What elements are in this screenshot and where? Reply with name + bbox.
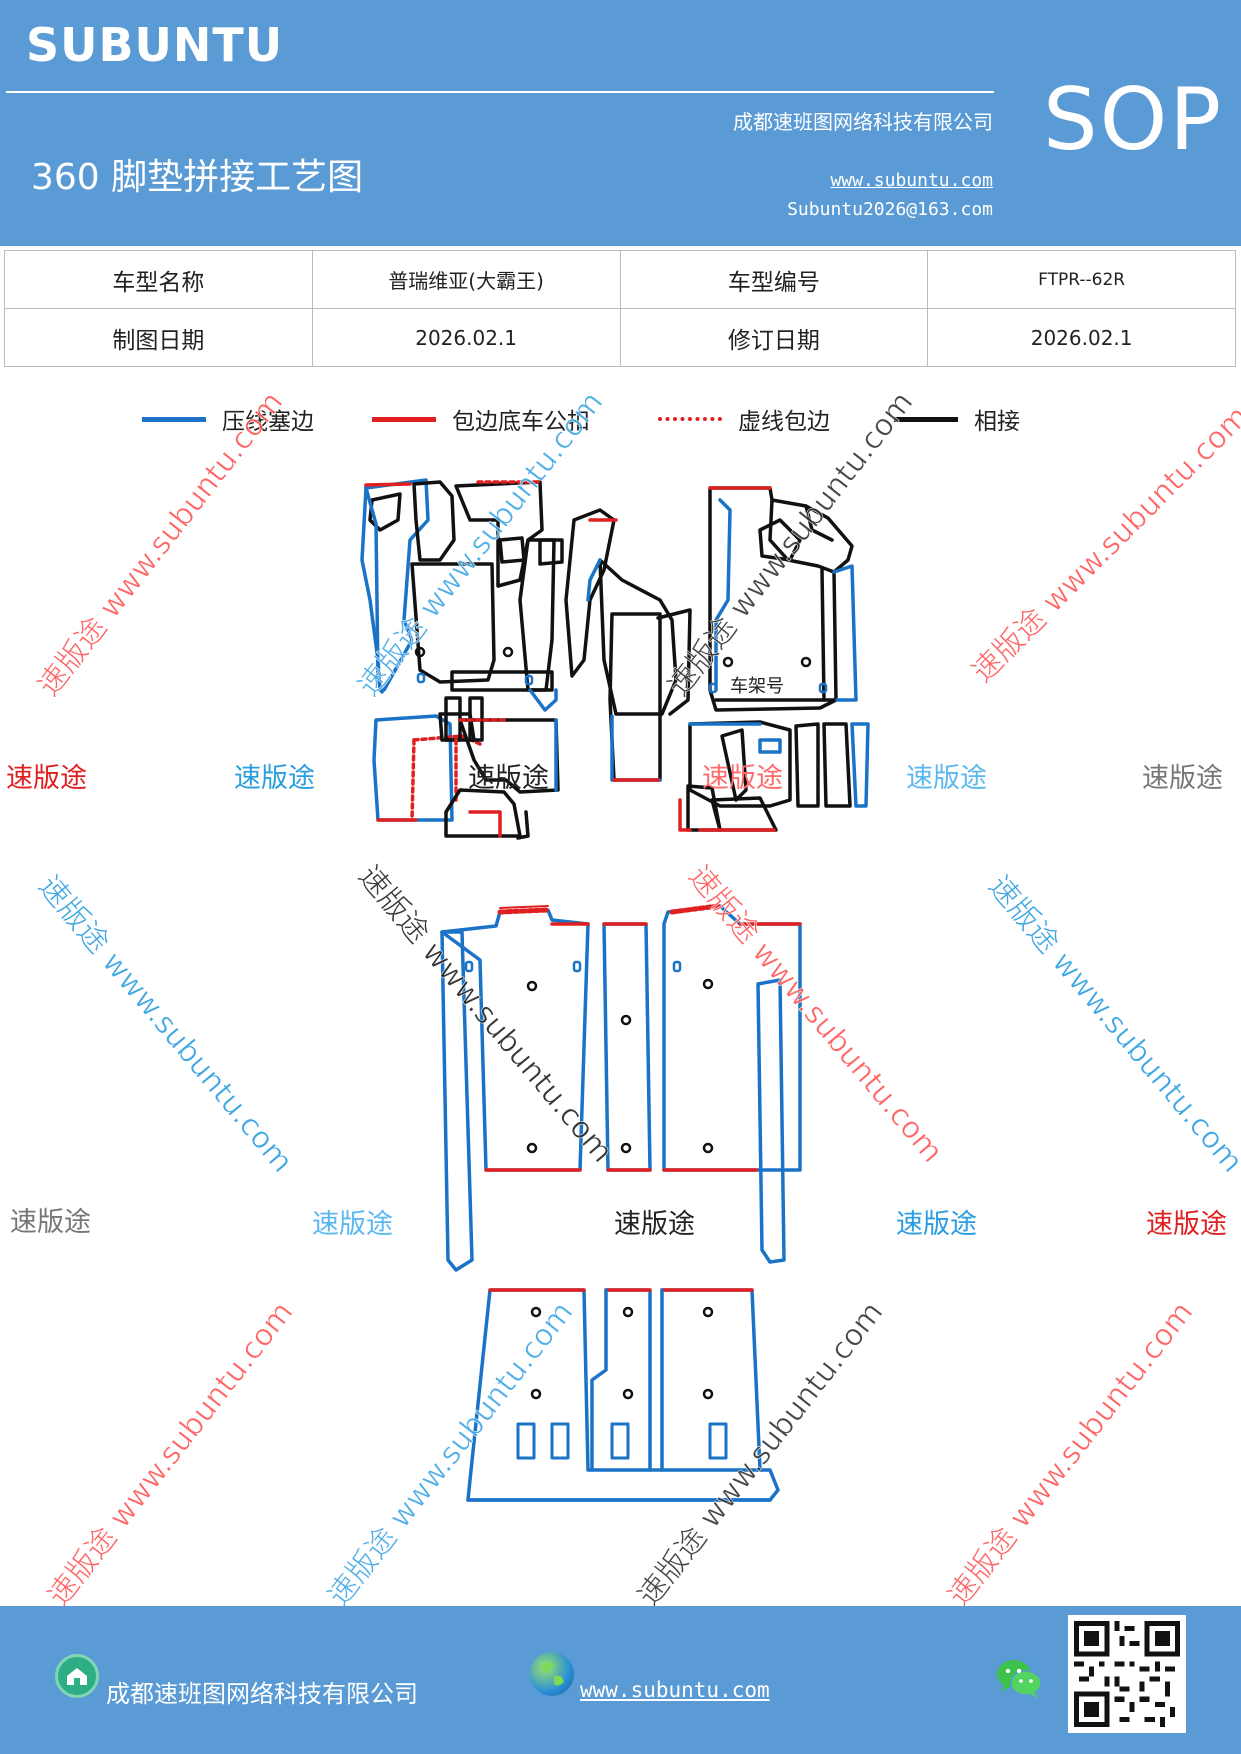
legend-label: 相接	[974, 409, 1020, 435]
watermark-text: 速版途	[896, 1209, 977, 1240]
watermark-text: 速版途	[234, 763, 315, 794]
company-name: 成都速班图网络科技有限公司	[733, 110, 993, 134]
footer-company-name: 成都速班图网络科技有限公司	[106, 1680, 418, 1708]
legend-swatch-red	[372, 416, 436, 422]
table-cell: 2026.02.1	[927, 308, 1236, 367]
front-right-mat-group: 车架号	[708, 486, 858, 712]
legend-item-dotted-edge: 虚线包边	[658, 402, 830, 436]
globe-icon	[530, 1652, 574, 1696]
watermark-text: 速版途	[468, 763, 549, 794]
third-row-mat-group	[466, 1288, 780, 1502]
table-cell: 2026.02.1	[311, 308, 621, 367]
page-header: SUBUNTU 成都速班图网络科技有限公司 360 脚垫拼接工艺图 www.su…	[0, 0, 1241, 246]
table-cell: 普瑞维亚(大霸王)	[311, 250, 621, 309]
legend-item-joined: 相接	[894, 402, 1020, 436]
header-divider	[6, 91, 994, 93]
table-cell: 车型编号	[619, 250, 929, 309]
page-footer: 成都速班图网络科技有限公司 www.subuntu.com	[0, 1606, 1241, 1754]
watermark-text: 速版途	[10, 1207, 91, 1238]
watermark-text: 速版途	[6, 763, 87, 794]
legend-swatch-blue	[142, 416, 206, 422]
website-link[interactable]: www.subuntu.com	[830, 170, 993, 191]
watermark-text: 速版途	[312, 1209, 393, 1240]
center-strip-mat	[608, 612, 662, 782]
legend-item-edge-clip: 包边底车公扣	[372, 402, 590, 436]
table-cell: 制图日期	[4, 308, 313, 367]
table-cell: 修订日期	[619, 308, 929, 367]
watermark-text: 速版途	[702, 763, 783, 794]
table-row: 车型名称 普瑞维亚(大霸王) 车型编号 FTPR--62R	[4, 250, 1236, 309]
legend-item-press-line: 压线塞边	[142, 402, 314, 436]
floor-mat-diagram: 车架号	[360, 478, 870, 1502]
table-cell: FTPR--62R	[927, 250, 1236, 309]
second-row-mat-group	[440, 903, 802, 1272]
watermark-text: 速版途	[614, 1209, 695, 1240]
brand-logo: SUBUNTU	[26, 18, 284, 72]
wechat-icon[interactable]	[994, 1656, 1044, 1700]
qr-code	[1068, 1615, 1186, 1733]
qr-code-image	[1074, 1621, 1180, 1727]
sop-badge: SOP	[1043, 70, 1224, 170]
front-right-lower-mats	[678, 720, 870, 832]
vehicle-info-table: 车型名称 普瑞维亚(大霸王) 车型编号 FTPR--62R 制图日期 2026.…	[4, 250, 1236, 367]
legend-label: 虚线包边	[738, 409, 830, 435]
footer-website-link[interactable]: www.subuntu.com	[580, 1678, 770, 1702]
frame-number-label: 车架号	[730, 676, 784, 697]
home-icon	[55, 1654, 99, 1698]
legend-swatch-black	[894, 416, 958, 422]
watermark-text: 速版途	[1142, 763, 1223, 794]
legend-label: 包边底车公扣	[452, 409, 590, 435]
front-left-lower-mats	[372, 696, 560, 840]
legend-swatch-red-dotted	[658, 417, 722, 421]
email-address[interactable]: Subuntu2026@163.com	[787, 199, 993, 220]
legend-label: 压线塞边	[222, 409, 314, 435]
front-left-mat-group	[360, 478, 692, 716]
page-title: 360 脚垫拼接工艺图	[31, 157, 364, 198]
watermark-text: 速版途	[1146, 1209, 1227, 1240]
watermark-text: 速版途	[906, 763, 987, 794]
table-cell: 车型名称	[4, 250, 313, 309]
table-row: 制图日期 2026.02.1 修订日期 2026.02.1	[4, 308, 1236, 367]
